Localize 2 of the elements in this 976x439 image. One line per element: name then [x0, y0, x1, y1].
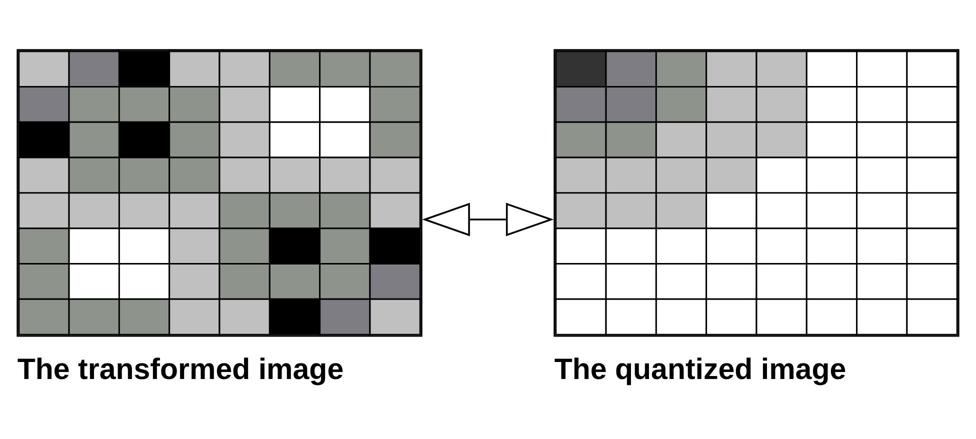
node-label: The transformed image [17, 352, 344, 386]
node-label: The quantized image [554, 352, 846, 386]
